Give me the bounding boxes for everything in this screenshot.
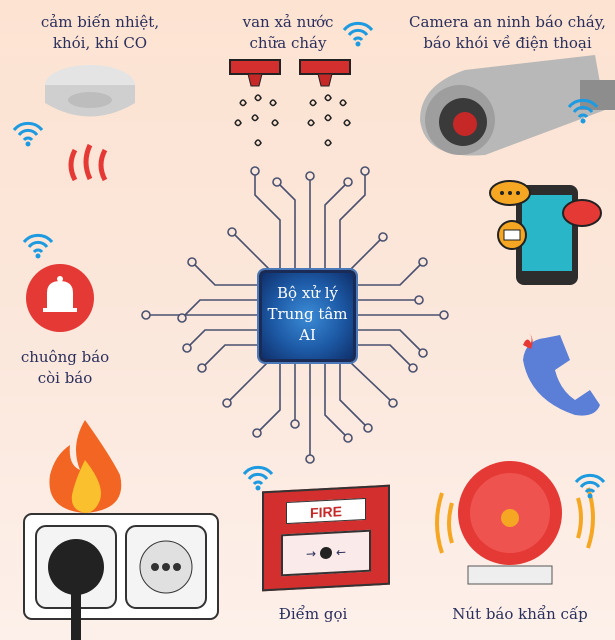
call-point-label: Điểm gọi — [278, 605, 348, 623]
center-line-2: Trung tâm — [267, 305, 348, 323]
wifi-icon — [242, 465, 274, 491]
sprinkler-label-line: chữa cháy — [249, 34, 327, 52]
alarm-bell-label-line: chuông báo — [20, 348, 110, 366]
wifi-icon — [342, 21, 374, 47]
security-camera-icon — [420, 55, 615, 156]
smartphone-notification-icon — [489, 180, 602, 285]
center-line-3: AI — [299, 326, 316, 344]
wifi-icon — [12, 121, 44, 147]
arrow-right-icon: → — [305, 546, 316, 562]
fire-call-point[interactable]: FIRE →← — [262, 484, 390, 592]
camera-label-line: báo khói về điện thoại — [423, 34, 592, 52]
wifi-icon — [574, 473, 606, 499]
sprinkler-icon — [229, 59, 351, 147]
emergency-bell-icon — [435, 461, 595, 585]
smoke-detector-icon — [45, 65, 135, 182]
wifi-icon — [22, 233, 54, 259]
center-line-1: Bộ xử lý — [277, 284, 338, 302]
arrow-left-icon: ← — [336, 544, 347, 560]
sensor-label-line: khói, khí CO — [52, 34, 148, 52]
sprinkler-label: van xả nước chữa cháy — [228, 12, 348, 54]
alarm-bell-label: chuông báo còi báo — [10, 347, 120, 389]
sensor-label-line: cảm biến nhiệt, — [40, 13, 160, 31]
emergency-button-label: Nút báo khẩn cấp — [452, 605, 588, 623]
camera-label-line: Camera an ninh báo cháy, — [409, 13, 606, 31]
press-dot-icon — [320, 546, 332, 560]
alarm-bell-icon — [26, 264, 94, 332]
power-socket-icon — [23, 513, 219, 640]
alarm-bell-label-line: còi báo — [37, 369, 93, 387]
sensor-label: cảm biến nhiệt, khói, khí CO — [20, 12, 180, 54]
sprinkler-label-line: van xả nước — [242, 13, 334, 31]
camera-label: Camera an ninh báo cháy, báo khói về điệ… — [400, 12, 615, 54]
phone-call-icon — [523, 333, 600, 416]
fire-icon — [49, 420, 122, 513]
central-ai-processor: Bộ xử lý Trung tâm AI — [259, 270, 356, 362]
press-glass: →← — [281, 529, 371, 577]
fire-sign: FIRE — [286, 497, 366, 525]
wifi-icon — [567, 98, 599, 124]
